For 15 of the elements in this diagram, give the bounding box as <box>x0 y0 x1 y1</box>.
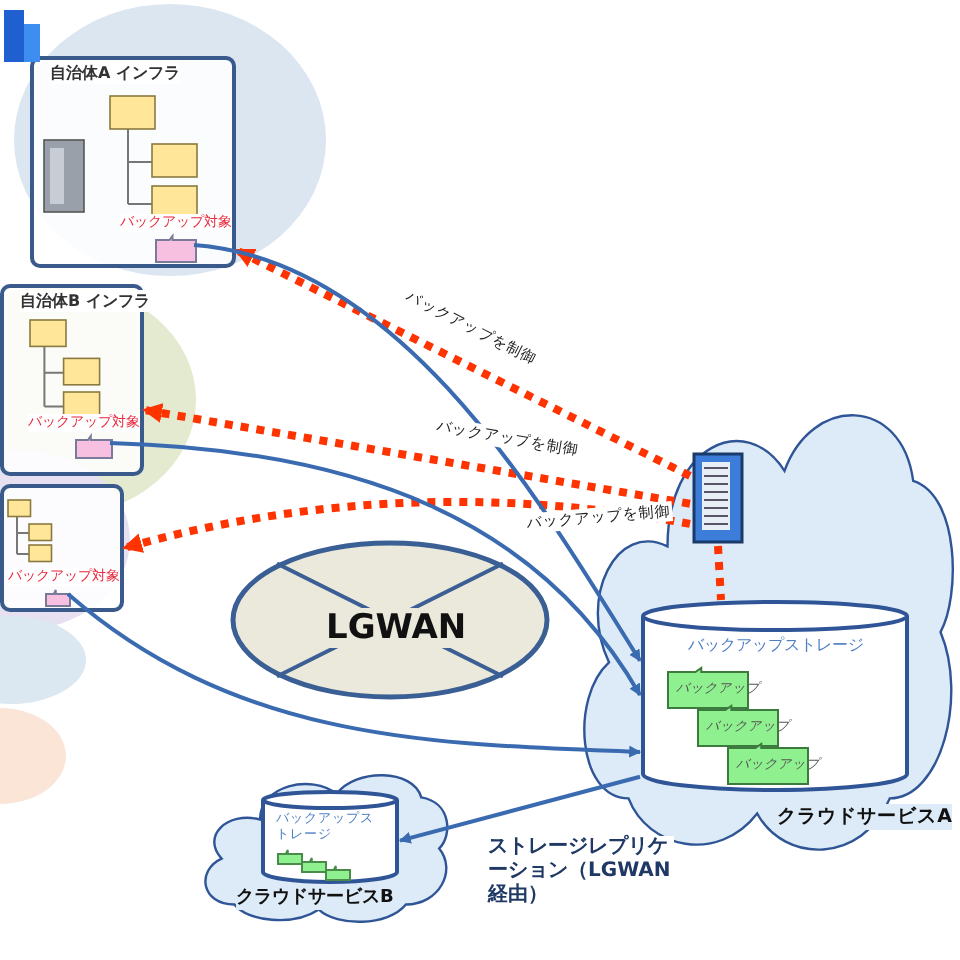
dashed-arrow <box>142 403 691 508</box>
dashed-arrow <box>122 497 691 554</box>
cloud-label: クラウドサービスA <box>777 804 952 830</box>
box-title: 自治体B インフラ <box>20 290 150 312</box>
connector-arrow <box>398 774 641 844</box>
connector-arrow <box>109 441 642 697</box>
connector-arrow <box>193 243 642 662</box>
edge-label: ストレージレプリケーション（LGWAN経由） <box>486 836 674 908</box>
infra-box <box>0 484 124 612</box>
storage-label: バックアップストレージ <box>688 634 864 656</box>
dashed-arrow <box>234 246 692 480</box>
connector-arrow <box>66 592 642 758</box>
network-label: LGWAN <box>326 608 467 648</box>
box-title: 自治体A インフラ <box>50 62 180 84</box>
cloud-label: クラウドサービスB <box>236 884 394 910</box>
